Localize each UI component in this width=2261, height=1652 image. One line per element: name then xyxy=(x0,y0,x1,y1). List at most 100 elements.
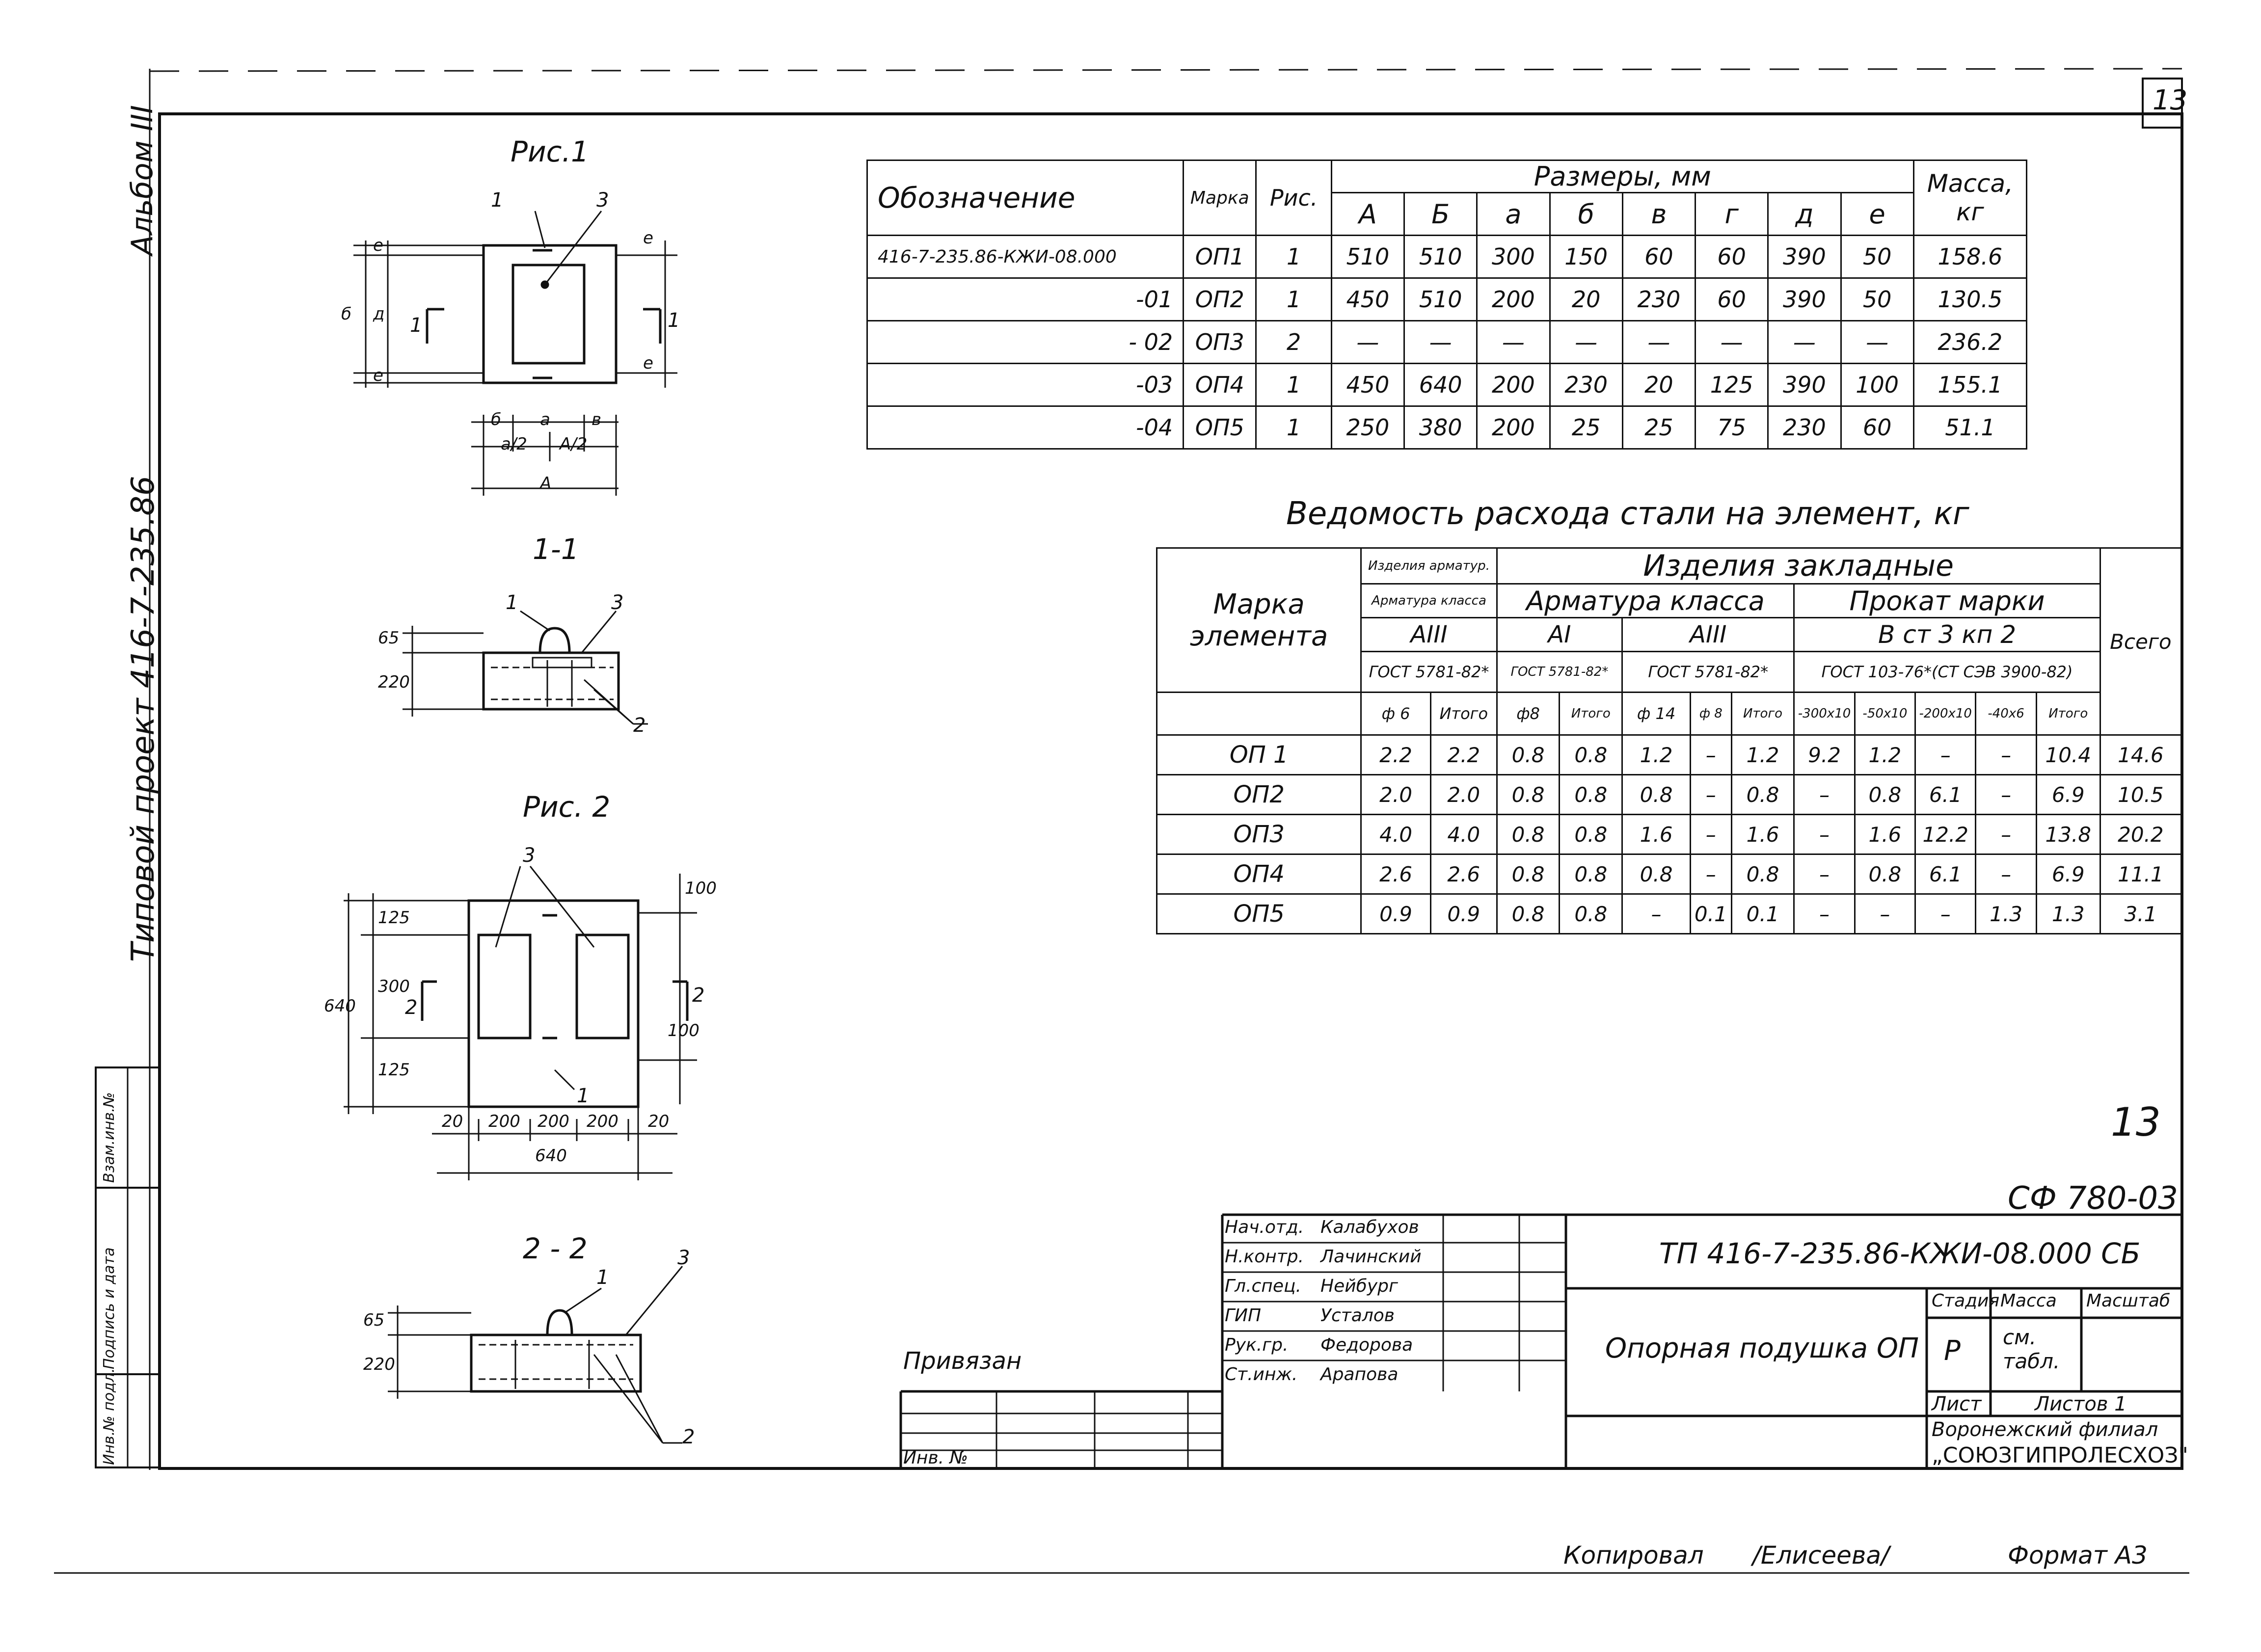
col-f8b: ф 8 xyxy=(1689,692,1732,736)
sec11-callout-2: 2 xyxy=(633,714,646,737)
signature-role: Нач.отд. xyxy=(1225,1217,1304,1237)
steel-value-cell: – xyxy=(1854,893,1916,934)
dims-value-cell: 1 xyxy=(1255,363,1332,407)
dims-designation-cell: -04 xyxy=(866,405,1184,450)
section-2-2-title: 2 - 2 xyxy=(523,1232,588,1265)
header-fig: Рис. xyxy=(1255,160,1332,236)
col-50x10: -50х10 xyxy=(1854,692,1916,736)
header-g2a1: АI xyxy=(1496,617,1623,652)
steel-value-cell: 0.8 xyxy=(1559,734,1623,775)
dims-value-cell: — xyxy=(1695,320,1769,364)
col-b: б xyxy=(1549,192,1623,236)
steel-table-title: Ведомость расхода стали на элемент, кг xyxy=(1286,496,1969,532)
steel-value-cell: 0.8 xyxy=(1496,893,1561,934)
section-1-1-title: 1-1 xyxy=(533,533,579,566)
dims-value-cell: 510 xyxy=(1403,277,1478,321)
fig1-dim-b-bottom: б xyxy=(491,410,501,429)
code-mark: СФ 780-03 xyxy=(2008,1180,2178,1217)
figure1-title: Рис.1 xyxy=(511,135,589,168)
format-label: Формат А3 xyxy=(2008,1541,2148,1570)
header-sizes: Размеры, мм xyxy=(1330,160,1914,193)
steel-value-cell: 0.8 xyxy=(1496,853,1561,895)
sheet-number-box xyxy=(2142,78,2183,129)
signature-name: Федорова xyxy=(1320,1335,1413,1355)
steel-element-cell: ОП4 xyxy=(1156,853,1362,895)
dims-designation-cell: -03 xyxy=(866,363,1184,407)
dims-value-cell: — xyxy=(1403,320,1478,364)
fig1-section-mark-right: 1 xyxy=(668,309,680,332)
dims-value-cell: 640 xyxy=(1403,363,1478,407)
steel-value-cell: 0.8 xyxy=(1559,814,1623,855)
title-block-frame xyxy=(899,1213,2182,1467)
steel-element-cell: ОП2 xyxy=(1156,774,1362,815)
dims-value-cell: 25 xyxy=(1621,405,1696,450)
steel-value-cell: 10.4 xyxy=(2035,734,2101,775)
fig2-callout-1: 1 xyxy=(577,1085,590,1107)
steel-value-cell: 11.1 xyxy=(2099,853,2182,895)
dims-value-cell: 60 xyxy=(1621,235,1696,279)
steel-element-cell: ОП5 xyxy=(1156,893,1362,934)
section-1-1-drawing xyxy=(403,610,648,725)
steel-value-cell: 4.0 xyxy=(1360,814,1431,855)
fig2-dim-125-top: 125 xyxy=(378,908,410,928)
steel-value-cell: 0.8 xyxy=(1496,774,1561,815)
dims-value-cell: 150 xyxy=(1549,235,1623,279)
signature-role: ГИП xyxy=(1225,1306,1262,1326)
dims-value-cell: 380 xyxy=(1403,405,1478,450)
col-40x6: -40х6 xyxy=(1975,692,2037,736)
figure2-title: Рис. 2 xyxy=(523,790,611,824)
header-g2b: Прокат марки xyxy=(1793,583,2101,618)
col-g: г xyxy=(1695,192,1769,236)
dims-value-cell: 60 xyxy=(1840,405,1914,450)
dims-designation-cell: -01 xyxy=(866,277,1184,321)
steel-value-cell: 0.1 xyxy=(1730,893,1795,934)
sec22-callout-1: 1 xyxy=(596,1266,609,1289)
dims-value-cell: 50 xyxy=(1840,235,1914,279)
dims-value-cell: 510 xyxy=(1403,235,1478,279)
signature-name: Калабухов xyxy=(1320,1217,1419,1237)
dims-value-cell: 450 xyxy=(1330,277,1405,321)
sheet-number: 13 xyxy=(2153,84,2188,116)
dims-value-cell: 200 xyxy=(1476,363,1551,407)
col-a: а xyxy=(1476,192,1551,236)
header-g2a: Арматура класса xyxy=(1496,583,1795,618)
signature-role: Н.контр. xyxy=(1225,1247,1304,1267)
dims-value-cell: 2 xyxy=(1255,320,1332,364)
fig2-dim-200-b: 200 xyxy=(538,1112,569,1131)
header-g2b-gost: ГОСТ 103-76*(СТ СЭВ 3900-82) xyxy=(1793,651,2101,693)
sheet-label: Лист xyxy=(1932,1393,1982,1415)
dims-value-cell: 230 xyxy=(1549,363,1623,407)
header-g1-class: Арматура класса xyxy=(1360,583,1498,618)
steel-value-cell: 0.8 xyxy=(1559,893,1623,934)
fig1-dim-e-right-bottom: е xyxy=(643,353,653,373)
steel-value-cell: 6.1 xyxy=(1914,853,1977,895)
header-mass: Масса, кг xyxy=(1912,160,2028,236)
dims-value-cell: 390 xyxy=(1767,277,1842,321)
signature-name: Лачинский xyxy=(1320,1247,1422,1267)
steel-value-cell: 6.1 xyxy=(1914,774,1977,815)
stage-value: Р xyxy=(1944,1335,1961,1367)
org-line2: „СОЮЗГИПРОЛЕСХОЗ" xyxy=(1932,1443,2188,1468)
dims-mark-cell: ОП1 xyxy=(1183,235,1257,279)
header-g1-gost: ГОСТ 5781-82* xyxy=(1360,651,1498,693)
steel-value-cell: – xyxy=(1975,774,2037,815)
steel-value-cell: 1.6 xyxy=(1854,814,1916,855)
dims-value-cell: 1 xyxy=(1255,277,1332,321)
dims-mark-cell: ОП2 xyxy=(1183,277,1257,321)
dims-value-cell: 390 xyxy=(1767,363,1842,407)
dims-value-cell: — xyxy=(1549,320,1623,364)
figure2-plan-drawing xyxy=(344,866,697,1180)
steel-value-cell: 0.8 xyxy=(1854,774,1916,815)
dims-designation-cell: 416-7-235.86-КЖИ-08.000 xyxy=(866,235,1184,279)
dims-value-cell: 155.1 xyxy=(1912,363,2028,407)
fig1-callout-3: 3 xyxy=(596,189,609,212)
dims-value-cell: 20 xyxy=(1549,277,1623,321)
steel-table: Марка элемента Изделия арматур. Изделия … xyxy=(1156,547,2182,934)
signature-name: Нейбург xyxy=(1320,1276,1398,1296)
fig2-dim-125-bottom: 125 xyxy=(378,1060,410,1080)
copied-label: Копировал xyxy=(1563,1541,1704,1570)
header-g1-cls: АIII xyxy=(1360,617,1498,652)
